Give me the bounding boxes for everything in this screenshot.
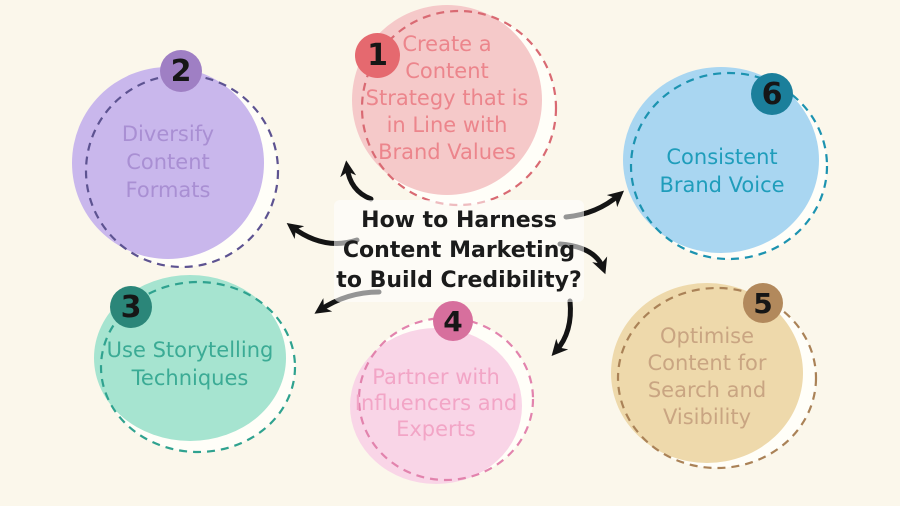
step-4-fill-circle: [350, 328, 522, 484]
step-5-circle-group: [611, 283, 818, 470]
step-5-label: Optimise Content for Search and Visibili…: [647, 324, 767, 429]
step-2-circle-group: [72, 67, 280, 269]
step-5-fill-circle: [611, 283, 803, 463]
step-5-number-badge: 5: [743, 283, 783, 323]
step-1-dashed-ring: [360, 9, 558, 207]
step-4-label: Partner with Influencers and Experts: [354, 365, 518, 441]
step-6-number-badge: 6: [751, 73, 793, 115]
step-6-dashed-ring: [629, 71, 829, 261]
step-2-number-badge: 2: [160, 50, 202, 92]
step-3-dashed-ring: [99, 280, 297, 454]
center-title: How to Harness Content Marketing to Buil…: [334, 200, 584, 302]
step-2-label: Diversify Content Formats: [121, 122, 215, 202]
arrow-to-step-1: [340, 160, 374, 202]
step-3-number-badge: 3: [110, 286, 152, 328]
step-1-number-badge: 1: [355, 33, 400, 78]
step-2-fill-circle: [72, 67, 264, 259]
step-4-circle-group: [350, 316, 535, 484]
arrow-to-step-4: [551, 298, 573, 356]
step-6-label: Consistent Brand Voice: [659, 145, 785, 197]
step-3-label: Use Storytelling Techniques: [106, 338, 274, 390]
step-4-number-badge: 4: [433, 301, 473, 341]
step-5-dashed-ring: [616, 286, 818, 470]
step-1-label: Create a Content Strategy that is in Lin…: [365, 32, 529, 164]
